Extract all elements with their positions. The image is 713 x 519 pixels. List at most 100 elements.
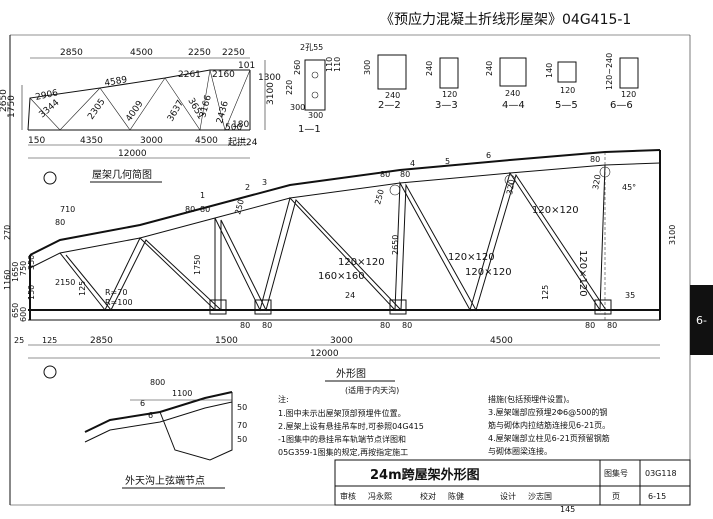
section-1-1-hole <box>311 91 319 99</box>
elev-left-dim: 150 <box>27 285 36 300</box>
elev-caption: 外形图 <box>336 368 366 380</box>
section-6-6-dim: 120 <box>621 90 636 99</box>
geo-member-length: 2261 <box>178 70 201 80</box>
section-1-1-dim: 300 <box>308 111 323 120</box>
node-marker <box>389 184 401 196</box>
geo-member-length: 3637 <box>166 99 186 124</box>
elev-top-dim: 80 <box>200 205 210 214</box>
note-line: 筋与砌体内拉结筋连接见6-21页。 <box>488 420 610 430</box>
title-block-title: 24m跨屋架外形图 <box>370 467 480 483</box>
geo-member-length: 4589 <box>104 75 129 89</box>
geo-height-dim: 2650 <box>0 89 9 112</box>
section-1-1-dim: 110 <box>325 57 334 72</box>
section-mark: 2 <box>245 183 250 192</box>
side-tab <box>690 285 713 355</box>
elev-bottom-dim: 80 <box>240 321 250 330</box>
section-6-6-dim: 120~240 <box>605 53 614 90</box>
geo-top-dim: 2850 <box>60 48 83 58</box>
elev-top-dim: 320 <box>591 174 603 191</box>
geo-bottom-dim: 12000 <box>118 149 147 159</box>
elev-left-dim: 750 <box>19 261 28 276</box>
member-size: 120×120 <box>577 250 588 297</box>
geo-bottom-dim: 500 <box>225 123 242 133</box>
section-1-1-hole <box>311 71 319 79</box>
elev-bottom-dim: 2850 <box>90 336 113 346</box>
member-size: 120×120 <box>532 205 579 216</box>
section-2-2-outline <box>377 54 407 90</box>
geo-member-length: 2906 <box>35 88 60 103</box>
approval-label: 审核 <box>340 491 356 501</box>
elev-left-dim: 350 <box>27 255 36 270</box>
geo-height-dim: 1750 <box>7 95 17 118</box>
node-plate <box>389 299 407 315</box>
geo-height-dim: 3100 <box>266 82 276 105</box>
section-5-5-dim: 120 <box>560 86 575 95</box>
elev-left-dim: 600 <box>19 307 28 322</box>
section-1-1-dim: 260 <box>293 60 302 75</box>
note-line: 4.屋架端部立柱见6-21页预留钢筋 <box>488 433 610 443</box>
note-line: 措施(包括预埋件设置)。 <box>488 394 574 404</box>
elev-top-dim: 80 <box>590 155 600 164</box>
node-plate <box>594 299 612 315</box>
note-line: 与砌体圈梁连接。 <box>488 446 552 456</box>
elev-angle: 45° <box>622 183 636 192</box>
elev-bottom-dim: 80 <box>607 321 617 330</box>
section-6-6-label: 6—6 <box>610 100 633 111</box>
gutter-dim: 6 <box>140 399 145 408</box>
elev-web-dim: 3100 <box>668 225 677 245</box>
page-number: 145 <box>560 505 575 514</box>
elev-left-dim: 270 <box>3 225 12 240</box>
geo-top-chord <box>27 69 250 131</box>
radius-label: R=70 <box>105 288 127 297</box>
section-1-1: 2孔55 220 260 110 110 300 300 1—1 <box>285 43 342 135</box>
gutter-detail: 800 1100 6 6 50 70 50 外天沟上弦端节点 <box>84 378 247 489</box>
elev-top-dim: 710 <box>60 205 75 214</box>
section-mark: 5 <box>445 157 450 166</box>
elev-bottom-dim: 25 <box>14 336 24 345</box>
note-line: -1图集中的悬挂吊车轨端节点详图和 <box>278 434 406 444</box>
elev-web-dim: 1750 <box>193 255 202 275</box>
title-block: 24m跨屋架外形图 图集号 03G118 页 6-15 审核 冯永熙 校对 陈健… <box>334 459 691 506</box>
section-4-4-label: 4—4 <box>502 100 525 111</box>
geo-bottom-dim: 3000 <box>140 136 163 146</box>
elev-top-dim: 250 <box>233 198 246 215</box>
member-size: 160×160 <box>318 271 365 282</box>
section-4-4-outline <box>499 57 527 87</box>
section-mark: 6 <box>486 151 491 160</box>
gutter-dim: 1100 <box>172 389 192 398</box>
sections-row: 300 240 2—2 240 120 3—3 240 240 4—4 140 … <box>363 53 639 111</box>
section-3-3-dim: 120 <box>442 90 457 99</box>
elev-top-dim: 320 <box>505 179 517 196</box>
elev-top-dim: 80 <box>400 170 410 179</box>
elev-top-dim: 80 <box>185 205 195 214</box>
node-marker <box>504 174 516 186</box>
section-mark: 3 <box>262 178 267 187</box>
elev-bottom-dim: 125 <box>42 336 57 345</box>
section-4-4-dim: 240 <box>485 61 494 76</box>
design-label: 设计 <box>500 491 516 501</box>
geo-bottom-dim: 4500 <box>195 136 218 146</box>
notes-heading: 注: <box>278 394 289 404</box>
elev-bottom-dim: 80 <box>585 321 595 330</box>
gutter-dim: 50 <box>237 435 247 444</box>
elev-bottom-dim: 80 <box>402 321 412 330</box>
binding-hole-top <box>43 171 57 185</box>
elev-bottom-dim: 1500 <box>215 336 238 346</box>
section-1-1-dim: 300 <box>290 103 305 112</box>
geo-bottom-dim: 4350 <box>80 136 103 146</box>
elev-bottom-dim: 3000 <box>330 336 353 346</box>
node-plate <box>254 299 272 315</box>
geo-web-members <box>29 69 251 131</box>
section-1-1-note: 2孔55 <box>300 43 323 52</box>
geo-caption: 屋架几何简图 <box>92 168 152 181</box>
geo-top-dim: 4500 <box>130 48 153 58</box>
elev-web-dim: 125 <box>541 285 550 300</box>
section-mark: 1 <box>200 191 205 200</box>
elev-subcaption: (适用于内天沟) <box>345 385 399 395</box>
note-line: 1.图中未示出屋架顶部预埋件位置。 <box>278 408 406 418</box>
check-name: 陈健 <box>448 491 464 501</box>
gutter-trough <box>159 392 233 461</box>
elev-web-dim: 35 <box>625 291 635 300</box>
section-1-1-label: 1—1 <box>298 124 321 135</box>
